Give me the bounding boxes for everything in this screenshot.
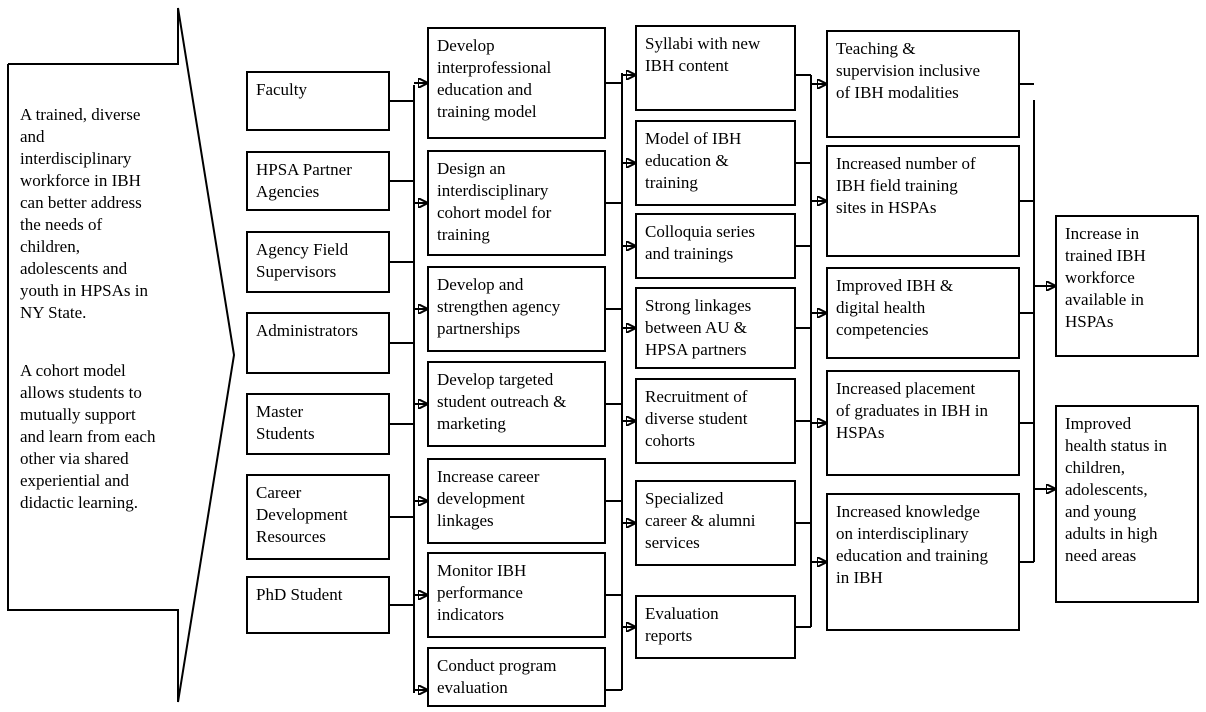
input-administrators: Administrators bbox=[246, 312, 390, 374]
outcome-improved-health-status: Improved health status in children, adol… bbox=[1055, 405, 1199, 603]
activity-cohort-model: Design an interdisciplinary cohort model… bbox=[427, 150, 606, 256]
activity-agency-partnerships: Develop and strengthen agency partnershi… bbox=[427, 266, 606, 352]
activity-career-linkages: Increase career development linkages bbox=[427, 458, 606, 544]
input-faculty: Faculty bbox=[246, 71, 390, 131]
context-chevron bbox=[7, 7, 236, 703]
context-paragraph-2: A cohort model allows students to mutual… bbox=[20, 361, 156, 512]
context-paragraph-1: A trained, diverse and interdisciplinary… bbox=[20, 105, 148, 322]
input-phd-student: PhD Student bbox=[246, 576, 390, 634]
outcome-teaching-supervision: Teaching & supervision inclusive of IBH … bbox=[826, 30, 1020, 138]
output-syllabi: Syllabi with new IBH content bbox=[635, 25, 796, 111]
output-career-services: Specialized career & alumni services bbox=[635, 480, 796, 566]
activity-monitor-indicators: Monitor IBH performance indicators bbox=[427, 552, 606, 638]
input-hpsa-partner-agencies: HPSA Partner Agencies bbox=[246, 151, 390, 211]
activity-student-outreach: Develop targeted student outreach & mark… bbox=[427, 361, 606, 447]
outcome-interdisciplinary-knowledge: Increased knowledge on interdisciplinary… bbox=[826, 493, 1020, 631]
output-ibh-model: Model of IBH education & training bbox=[635, 120, 796, 206]
outcome-field-training-sites: Increased number of IBH field training s… bbox=[826, 145, 1020, 257]
outcome-trained-workforce: Increase in trained IBH workforce availa… bbox=[1055, 215, 1199, 357]
context-text: A trained, diverse and interdisciplinary… bbox=[20, 82, 190, 550]
input-master-students: Master Students bbox=[246, 393, 390, 455]
output-colloquia: Colloquia series and trainings bbox=[635, 213, 796, 279]
input-career-development-resources: Career Development Resources bbox=[246, 474, 390, 560]
outcome-digital-health-competencies: Improved IBH & digital health competenci… bbox=[826, 267, 1020, 359]
output-evaluation-reports: Evaluation reports bbox=[635, 595, 796, 659]
input-agency-field-supervisors: Agency Field Supervisors bbox=[246, 231, 390, 293]
output-linkages: Strong linkages between AU & HPSA partne… bbox=[635, 287, 796, 369]
activity-interprofessional-model: Develop interprofessional education and … bbox=[427, 27, 606, 139]
output-recruitment: Recruitment of diverse student cohorts bbox=[635, 378, 796, 464]
activity-program-evaluation: Conduct program evaluation bbox=[427, 647, 606, 707]
outcome-graduate-placement: Increased placement of graduates in IBH … bbox=[826, 370, 1020, 476]
